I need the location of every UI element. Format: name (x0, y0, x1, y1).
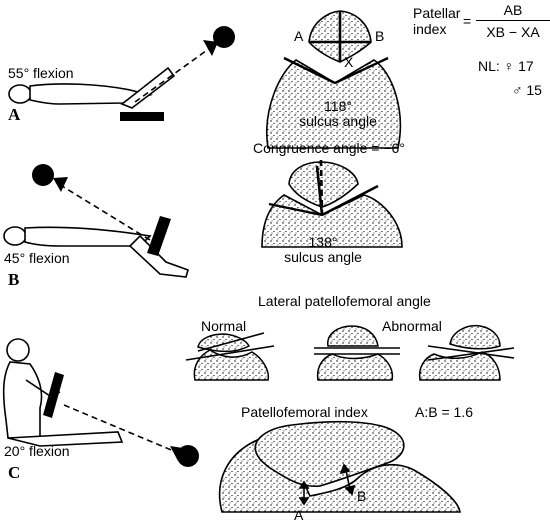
panel-a-point-x-label: X (344, 54, 354, 70)
panel-b-congruence-angle-label: Congruence angle = −6° (253, 140, 405, 156)
lateral-pf-angle-title: Lateral patellofemoral angle (258, 293, 431, 309)
panel-a-letter: A (8, 105, 21, 124)
normal-limit-male: ♂ 15 (512, 82, 542, 98)
panel-c-patient-figure (2, 338, 124, 447)
panel-a-patella (308, 10, 372, 63)
panel-a-femur (266, 59, 402, 149)
panel-b-patella (288, 161, 359, 208)
pf-index-ratio: A:B = 1.6 (415, 404, 473, 420)
panel-a-sulcus-angle-value: 118° (324, 98, 352, 114)
lateral-pf-abnormal-label: Abnormal (382, 318, 442, 334)
pf-index-measurement-arrows (298, 463, 356, 506)
panel-b-xray-beam (32, 164, 151, 241)
patellar-index-denominator: XB − XA (486, 24, 540, 40)
pf-index-patella (254, 420, 405, 488)
patellar-index-fraction: AB XB − XA (476, 2, 550, 40)
patellar-index-numerator: AB (476, 2, 550, 21)
panel-c-flexion-label: 20° flexion (4, 443, 70, 459)
panel-b-leg-support-block (147, 216, 171, 256)
panel-a-patient-figure (8, 66, 176, 109)
pf-index-point-a-label: A (294, 507, 304, 523)
panel-a-sulcus-angle-lines (283, 56, 389, 85)
patellar-index-label-line1: Patellar (413, 5, 461, 21)
panel-b-femur (261, 194, 403, 248)
panel-c-xray-beam (63, 404, 199, 467)
panel-b-sulcus-angle-label: sulcus angle (284, 249, 362, 265)
lateral-pf-abnormal-knee-1 (314, 325, 400, 381)
panel-a-point-b-label: B (375, 28, 385, 44)
patellar-index-equals: = (463, 13, 472, 29)
lateral-pf-abnormal-knee-2 (418, 324, 515, 381)
pf-index-title: Patellofemoral index (241, 404, 368, 420)
panel-a-xray-beam (134, 26, 235, 103)
panel-c-letter: C (8, 463, 21, 482)
panel-c-cassette-holder (43, 372, 64, 418)
panel-a-sulcus-angle-label: sulcus angle (299, 113, 377, 129)
lateral-pf-normal-label: Normal (201, 318, 247, 334)
panel-b-flexion-label: 45° flexion (4, 250, 70, 266)
pf-index-point-b-label: B (357, 488, 367, 504)
lateral-pf-normal-knee (185, 332, 275, 381)
panel-a-flexion-label: 55° flexion (8, 65, 74, 81)
patellar-index-label-line2: index (413, 21, 447, 37)
panel-b-patient-figure (3, 226, 189, 278)
panel-b-sulcus-angle-value: 138° (308, 234, 338, 250)
panel-b-congruence-angle-lines (268, 159, 379, 217)
panel-b-letter: B (8, 270, 20, 289)
panel-a-leg-support-block (120, 112, 164, 121)
normal-limit-female: NL: ♀ 17 (478, 58, 534, 74)
panel-a-point-a-label: A (294, 28, 304, 44)
